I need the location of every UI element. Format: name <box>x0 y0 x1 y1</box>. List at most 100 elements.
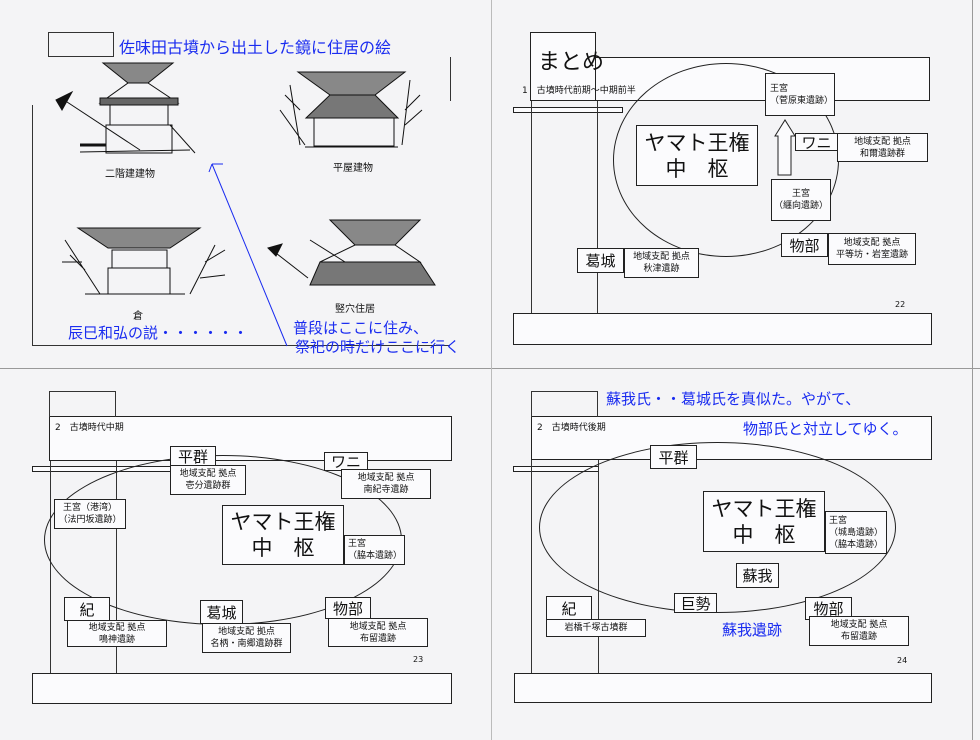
mononobe-base: 地域支配 拠点 布留遺跡 <box>809 616 909 646</box>
base-site: 布留遺跡 <box>840 632 877 642</box>
clan-mononobe: 物部 <box>805 597 852 620</box>
mononobe-base: 地域支配 拠点 平等坊・岩室遺跡 <box>828 233 916 265</box>
clan-mononobe: 物部 <box>325 597 371 619</box>
base-label: 地域支配 拠点 <box>179 469 237 479</box>
core-line-1: ヤマト王権 <box>711 496 817 521</box>
core-line-2: 中 枢 <box>665 156 729 181</box>
footer-box <box>32 673 452 704</box>
base-label: 地域支配 拠点 <box>349 621 407 632</box>
clan-heguri: 平群 <box>650 445 697 469</box>
ki-base: 地域支配 拠点 鳴神遺跡 <box>67 620 167 647</box>
note-soga-site: 蘇我遺跡 <box>722 621 783 639</box>
realm-ellipse <box>539 442 896 613</box>
core-line-2: 中 枢 <box>732 522 796 547</box>
page-number: 22 <box>895 300 906 309</box>
frame-line <box>531 460 532 673</box>
palace-site: （城島遺跡） <box>829 527 884 538</box>
annotation-arrow <box>208 163 288 347</box>
palace-site: （法円坂遺跡） <box>58 515 122 525</box>
base-label: 地域支配 拠点 <box>843 238 901 248</box>
base-label: 地域支配 拠点 <box>633 252 690 262</box>
palace-site: （脇本遺跡） <box>348 551 403 561</box>
base-label: 地域支配 拠点 <box>88 622 146 633</box>
palace-makimuku: 王宮 （纒向遺跡） <box>771 179 831 221</box>
clan-wani: ワニ <box>795 133 838 152</box>
subtitle: 2 古墳時代中期 <box>55 423 124 433</box>
mononobe-base: 地域支配 拠点 布留遺跡 <box>328 618 428 647</box>
page-divider-vertical <box>491 0 492 740</box>
heguri-base: 地域支配 拠点 壱分遺跡群 <box>170 465 246 495</box>
label-single-story: 平屋建物 <box>333 163 373 174</box>
title-blank-box <box>49 391 116 417</box>
base-site: 南紀寺遺跡 <box>363 485 409 495</box>
base-site: 名柄・南郷遺跡群 <box>210 639 283 649</box>
subtitle: 2 古墳時代後期 <box>537 423 606 433</box>
port-palace: 王宮（港湾） （法円坂遺跡） <box>54 499 126 529</box>
clan-soga: 蘇我 <box>736 563 779 588</box>
storehouse-icon <box>62 227 226 295</box>
katsuragi-base: 地域支配 拠点 名柄・南郷遺跡群 <box>202 623 291 653</box>
footer-box <box>514 673 932 703</box>
frame-line <box>597 101 598 313</box>
frame-line <box>32 105 33 345</box>
title-blank-box <box>531 391 598 417</box>
up-arrow-icon <box>774 119 796 176</box>
palace-shikishima: 王宮 （城島遺跡） （脇本遺跡） <box>825 511 887 554</box>
page-number: 24 <box>897 656 908 665</box>
palace-site: （纒向遺跡） <box>773 201 828 211</box>
core-line-1: ヤマト王権 <box>644 130 750 155</box>
base-site: 布留遺跡 <box>359 633 396 644</box>
base-site: 壱分遺跡群 <box>185 481 231 491</box>
wani-base: 地域支配 拠点 和爾遺跡群 <box>837 133 928 162</box>
note-soga-1: 蘇我氏・・葛城氏を真似た。やがて、 <box>606 390 861 408</box>
clan-mononobe: 物部 <box>781 233 828 257</box>
note-tatsumi: 辰巳和弘の説・・・・・・ <box>68 324 249 342</box>
subtitle: 1 古墳時代前期～中期前半 <box>522 86 636 96</box>
yamato-core: ヤマト王権 中 枢 <box>703 491 825 552</box>
frame-line <box>32 345 450 346</box>
clan-kose: 巨勢 <box>674 593 717 613</box>
base-label: 地域支配 拠点 <box>357 473 415 483</box>
base-site: 和爾遺跡群 <box>859 148 905 159</box>
base-label: 地域支配 拠点 <box>854 136 911 147</box>
clan-wani: ワニ <box>324 452 368 471</box>
base-label: 地域支配 拠点 <box>830 620 888 630</box>
note-ritual: 祭祀の時だけここに行く <box>295 338 461 356</box>
clan-katsuragi: 葛城 <box>577 248 624 273</box>
palace-label: 王宮 <box>791 189 810 199</box>
bar <box>513 107 623 113</box>
heading: まとめ <box>538 50 605 75</box>
yamato-core: ヤマト王権 中 枢 <box>636 125 758 186</box>
base-label: 地域支配 拠点 <box>218 627 275 637</box>
palace-site: （脇本遺跡） <box>829 539 884 550</box>
katsuragi-base: 地域支配 拠点 秋津遺跡 <box>624 248 699 278</box>
palace-label: 王宮 <box>770 83 789 94</box>
footer-box <box>513 313 932 345</box>
base-site: 平等坊・岩室遺跡 <box>835 250 908 260</box>
core-line-2: 中 枢 <box>251 536 315 560</box>
clan-heguri: 平群 <box>170 446 216 466</box>
base-site: 岩橋千塚古墳群 <box>564 623 628 633</box>
palace-label: 王宮（港湾） <box>62 503 117 513</box>
panel1-title: 佐味田古墳から出土した鏡に住居の絵 <box>119 38 392 57</box>
label-pit-dwelling: 竪穴住居 <box>335 304 375 315</box>
single-story-house-icon <box>279 71 423 148</box>
heading-box <box>530 32 596 100</box>
palace-label: 王宮 <box>348 539 367 549</box>
label-storehouse: 倉 <box>133 311 143 322</box>
label-two-story: 二階建建物 <box>105 169 155 180</box>
note-soga-2: 物部氏と対立してゆく。 <box>743 420 908 438</box>
yamato-core: ヤマト王権 中 枢 <box>222 505 344 565</box>
core-line-1: ヤマト王権 <box>230 510 336 534</box>
page-number: 23 <box>413 655 424 664</box>
house-drawings <box>55 62 436 295</box>
pit-dwelling-icon <box>267 219 436 286</box>
wani-base: 地域支配 拠点 南紀寺遺跡 <box>341 469 431 499</box>
clan-ki: 紀 <box>546 596 592 620</box>
frame-line <box>531 101 532 313</box>
title-blank-box <box>48 32 114 57</box>
base-site: 鳴神遺跡 <box>98 634 135 645</box>
palace-site: （菅原東遺跡） <box>770 95 834 106</box>
frame-line <box>50 461 51 673</box>
palace-sugawara: 王宮 （菅原東遺跡） <box>765 73 835 116</box>
